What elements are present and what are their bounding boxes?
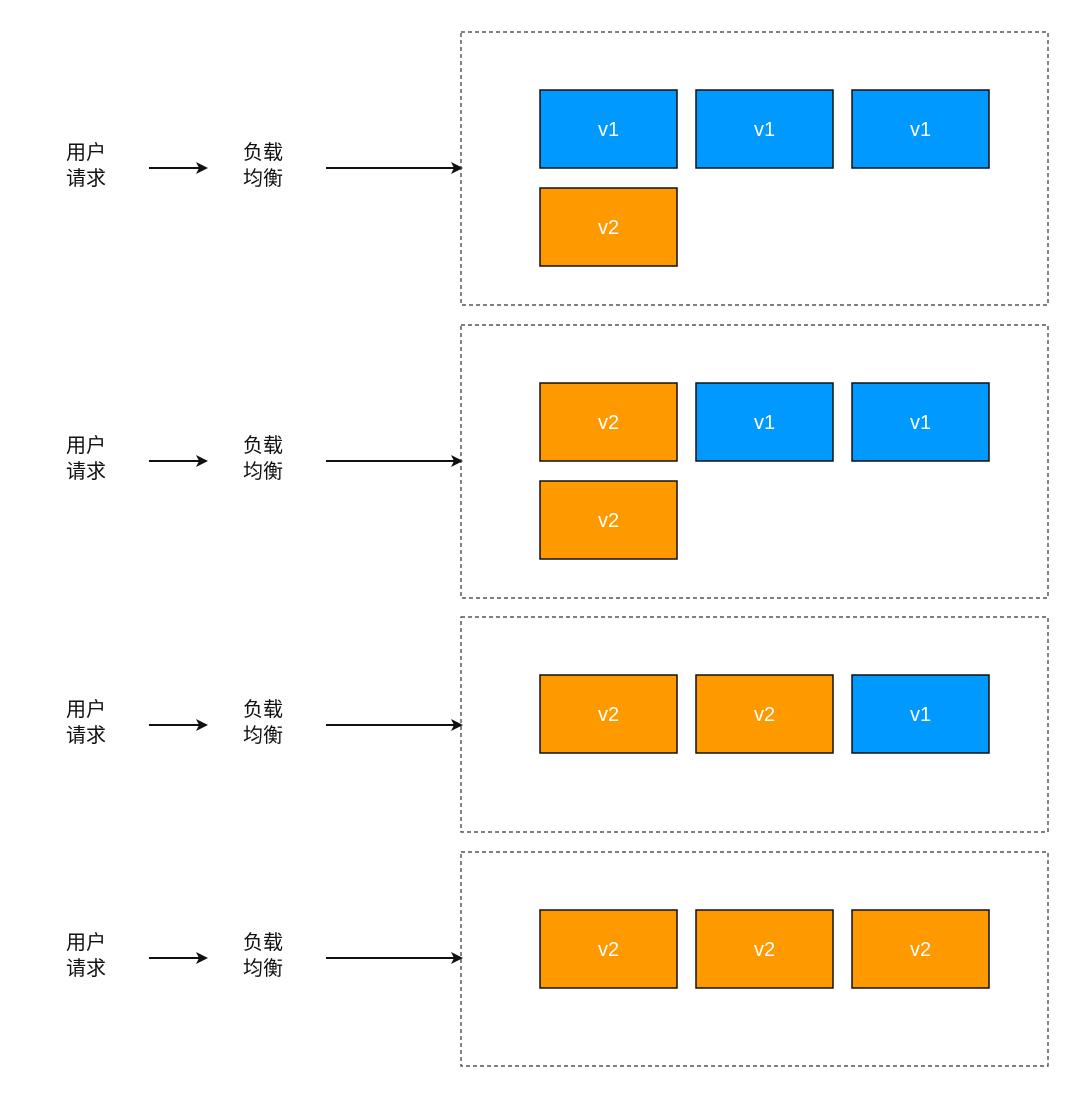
user-request-line-2: 请求 <box>66 956 106 980</box>
instance-box <box>695 909 834 989</box>
load-balancer-line-2: 均衡 <box>243 459 283 483</box>
instance-box <box>539 480 678 560</box>
user-request-line-2: 请求 <box>66 166 106 190</box>
instance-version-label: v2 <box>910 939 931 961</box>
load-balancer-line-1: 负载 <box>243 697 283 721</box>
instance-box <box>695 89 834 169</box>
load-balancer-label: 负载均衡 <box>243 433 283 483</box>
cluster-container <box>460 851 1049 1067</box>
instance-v1: v1 <box>695 382 834 462</box>
instance-v2: v2 <box>539 480 678 560</box>
load-balancer-label: 负载均衡 <box>243 930 283 980</box>
instance-version-label: v2 <box>598 510 619 532</box>
instance-v1: v1 <box>851 89 990 169</box>
instance-v2: v2 <box>539 674 678 754</box>
instance-v1: v1 <box>851 674 990 754</box>
row-4: 用户请求 负载均衡 v2 v2 v2 <box>66 851 1049 1067</box>
instance-box <box>695 674 834 754</box>
cluster-container <box>460 324 1049 599</box>
instance-v1: v1 <box>695 89 834 169</box>
instance-box <box>695 382 834 462</box>
instance-version-label: v2 <box>598 939 619 961</box>
instance-v1: v1 <box>851 382 990 462</box>
cluster-container <box>460 616 1049 833</box>
instance-v2: v2 <box>695 909 834 989</box>
instance-v1: v1 <box>539 89 678 169</box>
instance-v2: v2 <box>695 674 834 754</box>
load-balancer-line-1: 负载 <box>243 930 283 954</box>
load-balancer-line-1: 负载 <box>243 140 283 164</box>
load-balancer-line-2: 均衡 <box>243 723 283 747</box>
user-request-label: 用户请求 <box>66 140 106 190</box>
instance-version-label: v1 <box>754 119 775 141</box>
instance-box <box>539 674 678 754</box>
instance-version-label: v1 <box>598 119 619 141</box>
instance-box <box>539 909 678 989</box>
cluster-container <box>460 31 1049 306</box>
instance-box <box>851 909 990 989</box>
user-request-label: 用户请求 <box>66 930 106 980</box>
instance-v2: v2 <box>539 909 678 989</box>
row-3: 用户请求 负载均衡 v2 v2 v1 <box>66 616 1049 833</box>
user-request-line-2: 请求 <box>66 459 106 483</box>
instance-v2: v2 <box>539 187 678 267</box>
load-balancer-line-2: 均衡 <box>243 166 283 190</box>
load-balancer-line-2: 均衡 <box>243 956 283 980</box>
instance-box <box>539 89 678 169</box>
instance-version-label: v1 <box>754 412 775 434</box>
load-balancer-label: 负载均衡 <box>243 140 283 190</box>
instance-version-label: v1 <box>910 412 931 434</box>
instance-box <box>539 382 678 462</box>
user-request-line-1: 用户 <box>66 433 106 457</box>
instance-version-label: v1 <box>910 704 931 726</box>
instance-box <box>539 187 678 267</box>
instance-v2: v2 <box>539 382 678 462</box>
instance-v2: v2 <box>851 909 990 989</box>
instance-version-label: v2 <box>598 704 619 726</box>
instance-box <box>851 674 990 754</box>
instance-box <box>851 382 990 462</box>
user-request-label: 用户请求 <box>66 433 106 483</box>
instance-box <box>851 89 990 169</box>
row-1: 用户请求 负载均衡 v1 v1 v1 v2 <box>66 31 1049 306</box>
load-balancer-line-1: 负载 <box>243 433 283 457</box>
row-2: 用户请求 负载均衡 v2 v1 v1 v2 <box>66 324 1049 599</box>
user-request-line-1: 用户 <box>66 140 106 164</box>
load-balancer-label: 负载均衡 <box>243 697 283 747</box>
instance-version-label: v1 <box>910 119 931 141</box>
instance-version-label: v2 <box>598 412 619 434</box>
instance-version-label: v2 <box>754 704 775 726</box>
instance-version-label: v2 <box>598 217 619 239</box>
instance-version-label: v2 <box>754 939 775 961</box>
user-request-line-2: 请求 <box>66 723 106 747</box>
user-request-line-1: 用户 <box>66 697 106 721</box>
user-request-label: 用户请求 <box>66 697 106 747</box>
user-request-line-1: 用户 <box>66 930 106 954</box>
